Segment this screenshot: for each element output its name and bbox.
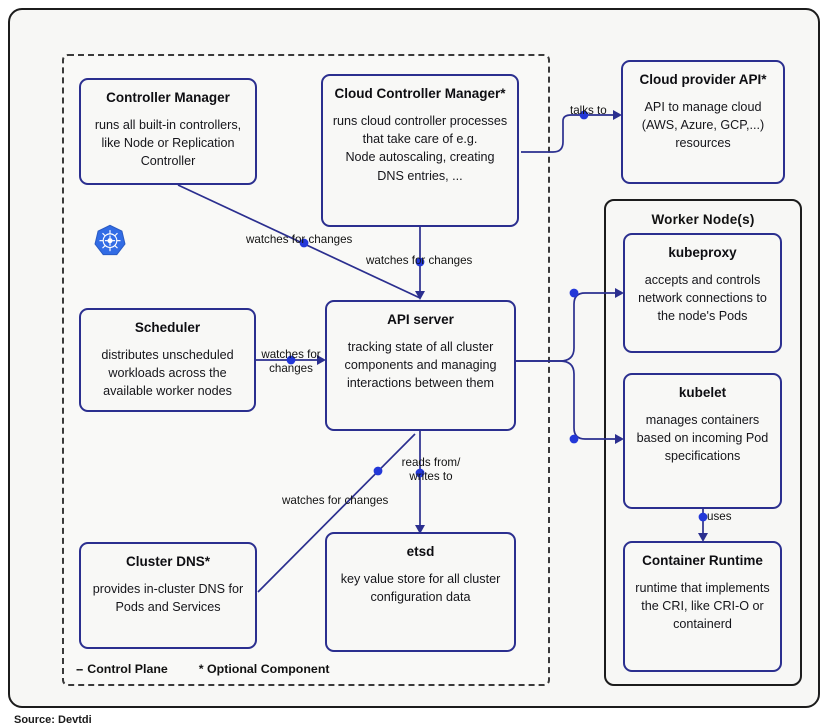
node-desc: distributes unscheduled workloads across… [101,347,234,399]
worker-node-title: Worker Node(s) [651,212,755,227]
edge-label-kubelet-to-runtime: uses [707,510,732,523]
node-desc: runs all built-in controllers, like Node… [94,117,242,169]
edge-label-line-1: watches for [261,348,321,361]
node-title: etsd [406,544,435,559]
node-title: API server [387,312,454,327]
edge-label-cm-to-api: watches for changes [246,233,353,246]
node-desc: manages containers based on incoming Pod… [636,412,769,464]
node-api-server[interactable]: API server tracking state of all cluster… [325,300,516,431]
legend-optional-label: Optional Component [207,662,330,676]
edge-label-api-to-etcd: reads from/ writes to [386,456,476,484]
node-kubeproxy[interactable]: kubeproxy accepts and controls network c… [623,233,782,353]
node-kubelet[interactable]: kubelet manages containers based on inco… [623,373,782,509]
edge-label-line-2: writes to [409,469,453,483]
node-cloud-provider-api[interactable]: Cloud provider API* API to manage cloud … [621,60,785,184]
node-cloud-controller-manager[interactable]: Cloud Controller Manager* runs cloud con… [321,74,519,227]
node-etcd[interactable]: etsd key value store for all cluster con… [325,532,516,652]
edge-label-line-2: changes [269,361,313,375]
node-title: Cloud Controller Manager* [334,86,506,101]
source-note: Source: Devtdi [14,714,92,726]
edge-label-line-1: reads from/ [401,456,461,469]
edge-label-dns-to-api: watches for changes [282,494,389,507]
node-title: Cluster DNS* [125,554,211,569]
node-controller-manager[interactable]: Controller Manager runs all built-in con… [79,78,257,185]
node-title: Controller Manager [106,90,230,105]
node-desc: runs cloud controller processes that tak… [332,113,508,183]
kubernetes-logo [94,224,126,256]
node-title: Cloud provider API* [639,72,767,87]
legend-dash-marker: -- [76,662,83,676]
node-desc: accepts and controls network connections… [638,272,767,324]
node-desc: key value store for all cluster configur… [340,571,501,605]
edge-label-ccm-to-cloudapi: talks to [570,104,607,117]
node-title: kubeproxy [668,245,737,260]
diagram-legend: -- Control Plane * Optional Component [76,662,330,676]
node-title: Scheduler [134,320,201,335]
node-cluster-dns[interactable]: Cluster DNS* provides in-cluster DNS for… [79,542,257,649]
node-container-runtime[interactable]: Container Runtime runtime that implement… [623,541,782,672]
node-desc: provides in-cluster DNS for Pods and Ser… [92,581,244,615]
edge-label-ccm-to-api: watches for changes [366,254,473,267]
node-desc: tracking state of all cluster components… [344,339,497,391]
legend-control-plane-label: Control Plane [87,662,168,676]
node-title: Container Runtime [642,553,763,568]
legend-optional-marker: * [198,662,204,676]
node-desc: API to manage cloud (AWS, Azure, GCP,...… [641,99,765,151]
node-desc: runtime that implements the CRI, like CR… [635,580,770,632]
edge-label-scheduler-to-api: watches for changes [255,348,327,376]
node-title: kubelet [678,385,727,400]
node-scheduler[interactable]: Scheduler distributes unscheduled worklo… [79,308,256,412]
